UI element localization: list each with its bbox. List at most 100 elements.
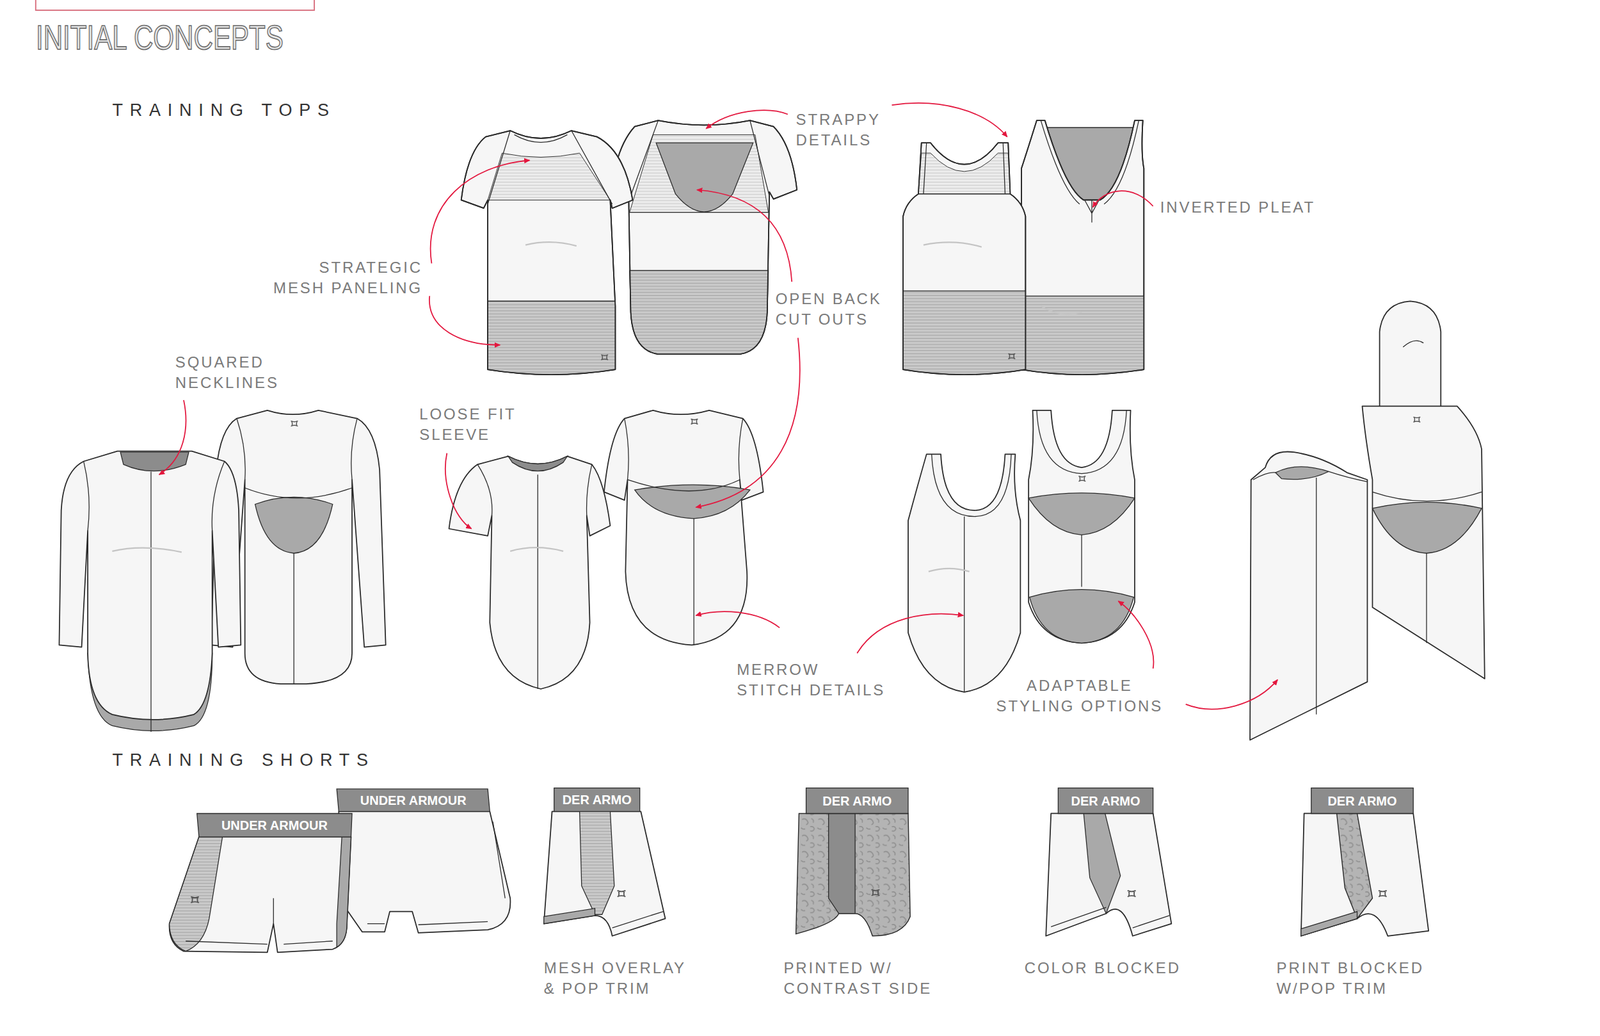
long-sleeve-back <box>291 420 299 426</box>
long-sleeve-front <box>58 451 241 720</box>
strappy-tank-front <box>1008 353 1016 359</box>
long-sleeve-back <box>255 496 333 553</box>
shorts-color-blocked <box>1057 787 1153 814</box>
strappy-tank-back <box>1021 295 1144 375</box>
scoop-tank-back <box>1078 476 1086 482</box>
section-heading: TRAINING SHORTS <box>112 748 377 771</box>
shorts-print-blocked <box>1378 890 1387 897</box>
strappy-tank-back <box>1021 120 1144 375</box>
hoodie-front <box>1249 451 1368 740</box>
callout-arrows <box>159 400 187 475</box>
scoop-tank-back <box>1029 589 1135 644</box>
long-sleeve-front <box>120 451 189 471</box>
shorts-mesh-overlay <box>612 911 664 928</box>
strappy-tank-front <box>903 142 1026 375</box>
callout-arrows <box>430 160 530 264</box>
callout-label: STRAPPY DETAILS <box>796 109 799 151</box>
scoop-tank-back <box>1028 492 1135 535</box>
shorts-mesh-overlay <box>544 810 666 936</box>
scoop-tank-front <box>931 453 1012 692</box>
long-sleeve-front <box>83 461 225 732</box>
shorts-mesh-pair <box>336 836 351 947</box>
section-heading: TRAINING TOPS <box>112 99 338 121</box>
strappy-tank-back <box>1021 120 1144 375</box>
callout-label: MERROW STITCH DETAILS <box>736 659 887 701</box>
raglan-tee-front <box>461 130 633 375</box>
shorts-mesh-pair <box>169 836 352 952</box>
hoodie-front <box>1249 451 1368 740</box>
raglan-tee-back <box>611 120 797 354</box>
raglan-tee-back <box>629 120 770 212</box>
shorts-mesh-pair <box>169 788 511 952</box>
callout-arrows <box>695 337 800 508</box>
raglan-tee-back <box>611 120 797 354</box>
long-sleeve-front <box>112 547 182 553</box>
shorts-mesh-pair <box>336 788 490 811</box>
raglan-tee-front <box>461 130 633 375</box>
short-sleeve-tee-front <box>449 456 611 689</box>
shorts-color-blocked <box>1127 890 1136 897</box>
variant-label: PRINTED W/ CONTRAST SIDE <box>783 957 934 999</box>
raglan-tee-back <box>656 142 753 212</box>
raglan-tee-front <box>487 300 616 375</box>
hoodie-back <box>1372 501 1482 553</box>
hoodie-back <box>1413 416 1421 422</box>
shorts-mesh-overlay <box>617 890 626 897</box>
short-sleeve-tee-back <box>604 410 764 646</box>
strappy-tank-front <box>903 142 1026 375</box>
callout-arrows <box>696 190 792 282</box>
shorts-printed <box>806 787 909 814</box>
scoop-tank-front <box>908 453 1021 692</box>
waistband-text: DER ARMO <box>822 792 892 809</box>
header-frame <box>35 0 315 11</box>
shorts-mesh-pair <box>190 896 200 903</box>
callout-arrows <box>705 110 788 129</box>
raglan-tee-front <box>525 241 577 246</box>
callout-label: SQUARED NECKLINES <box>175 352 178 393</box>
shorts-mesh-overlay <box>544 908 596 924</box>
shorts-color-blocked <box>1083 812 1120 913</box>
hoodie-back <box>1402 340 1424 347</box>
raglan-tee-front <box>600 354 608 360</box>
shorts-printed <box>828 812 856 913</box>
shorts-mesh-pair <box>197 812 352 837</box>
callout-arrows <box>1093 190 1154 207</box>
short-sleeve-tee-front <box>508 456 568 472</box>
raglan-tee-back <box>611 120 797 354</box>
variant-label: MESH OVERLAY & POP TRIM <box>544 957 688 999</box>
callout-label: STRATEGIC MESH PANELING <box>271 257 423 299</box>
waistband-text: DER ARMO <box>1327 792 1397 809</box>
shorts-print-blocked <box>1301 812 1429 936</box>
scoop-tank-front <box>928 568 970 572</box>
raglan-tee-front <box>487 152 610 200</box>
variant-label: COLOR BLOCKED <box>1024 957 1183 978</box>
hoodie-back <box>1362 405 1485 679</box>
waistband-text: UNDER ARMOUR <box>221 817 328 833</box>
callout-arrows <box>695 611 780 628</box>
shorts-print-blocked <box>1336 812 1373 918</box>
shorts-mesh-pair <box>367 821 505 925</box>
scoop-tank-back <box>1028 410 1135 643</box>
strappy-tank-front <box>918 152 1010 194</box>
callout-arrows <box>891 103 1007 137</box>
shorts-mesh-overlay <box>579 810 615 914</box>
callout-arrows <box>159 103 1278 709</box>
shorts-mesh-overlay <box>544 787 666 936</box>
strappy-tank-back <box>1040 120 1139 223</box>
scoop-tank-back <box>1028 410 1135 643</box>
strappy-tank-front <box>923 241 982 247</box>
raglan-tee-back <box>629 270 769 354</box>
shorts-mesh-pair <box>338 810 511 933</box>
callout-arrows <box>429 295 500 345</box>
waistband-text: DER ARMO <box>562 791 632 808</box>
callout-arrows <box>856 613 964 653</box>
shorts-color-blocked <box>1045 787 1172 936</box>
scoop-tank-back <box>1036 410 1127 587</box>
shorts-printed <box>871 888 880 896</box>
shorts-printed <box>796 787 911 936</box>
hoodie-back <box>1372 491 1482 643</box>
strappy-tank-front <box>903 142 1026 375</box>
shorts-color-blocked <box>1045 812 1172 936</box>
